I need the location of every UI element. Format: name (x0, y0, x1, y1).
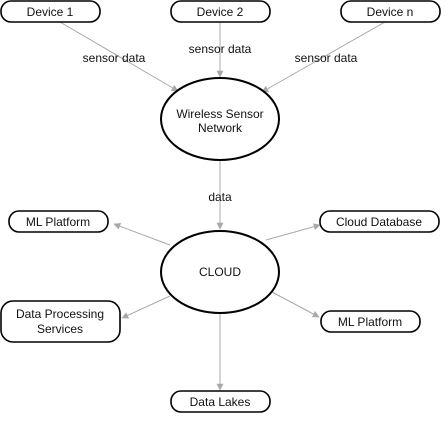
node-device-n[interactable]: Device n (340, 0, 441, 23)
node-wireless-sensor-network[interactable]: Wireless Sensor Network (160, 77, 280, 161)
edge-devicen-wsn (261, 21, 386, 93)
edge-cloud-ml-left (113, 222, 171, 246)
node-ml-platform-right[interactable]: ML Platform (320, 310, 421, 333)
edge-cloud-ml-right (271, 291, 320, 318)
node-device-2[interactable]: Device 2 (170, 0, 271, 23)
node-ml-platform-left-label: ML Platform (26, 215, 90, 229)
node-data-processing-services[interactable]: Data Processing Services (0, 300, 121, 343)
edge-cloud-dps (121, 295, 171, 319)
node-ml-platform-left[interactable]: ML Platform (8, 210, 109, 233)
node-device-1-label: Device 1 (27, 5, 74, 19)
node-device-1[interactable]: Device 1 (0, 0, 101, 23)
node-data-lakes-label: Data Lakes (190, 395, 251, 409)
node-wsn-label-line2: Network (198, 121, 243, 135)
edge-label-devicen: sensor data (295, 51, 358, 65)
edge-cloud-cloud-database (265, 223, 321, 241)
node-cloud-database[interactable]: Cloud Database (319, 210, 440, 233)
node-dps-label-line2: Services (37, 322, 83, 336)
node-cloud-label: CLOUD (199, 265, 241, 279)
node-wsn-label-line1: Wireless Sensor (176, 107, 263, 121)
node-device-2-label: Device 2 (197, 5, 244, 19)
edge-device1-wsn (59, 21, 179, 92)
node-ml-platform-right-label: ML Platform (338, 315, 402, 329)
edge-label-device1: sensor data (83, 51, 146, 65)
edge-label-device2: sensor data (189, 42, 252, 56)
node-device-n-label: Device n (367, 5, 414, 19)
node-cloud-database-label: Cloud Database (336, 215, 422, 229)
node-data-lakes[interactable]: Data Lakes (170, 390, 271, 413)
edge-label-wsn-cloud: data (208, 190, 232, 204)
node-cloud[interactable]: CLOUD (160, 230, 280, 314)
node-dps-label-line1: Data Processing (16, 307, 104, 321)
